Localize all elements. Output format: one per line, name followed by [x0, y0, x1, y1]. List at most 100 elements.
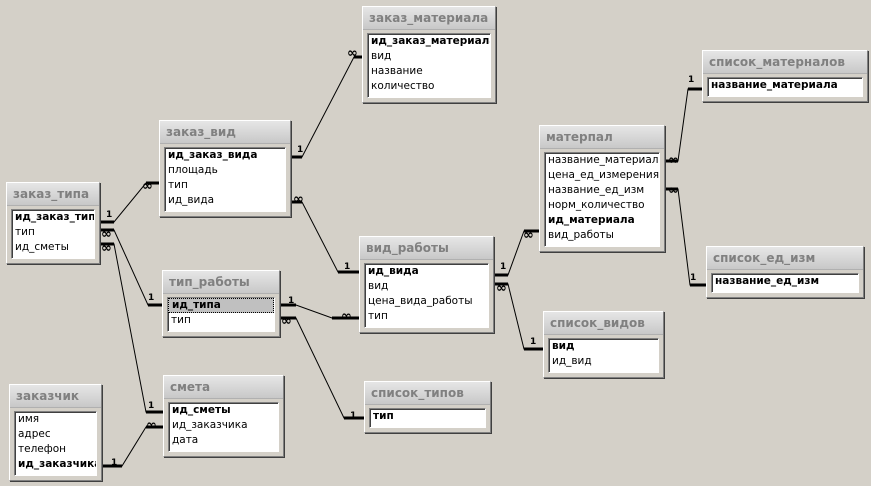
table-spisok-vidov[interactable]: список_видов вид ид_вид	[543, 311, 664, 378]
primary-key-field[interactable]: тип	[373, 410, 394, 422]
primary-key-field[interactable]: ид_вида	[368, 265, 419, 277]
table-field[interactable]: тип	[171, 314, 191, 326]
table-field[interactable]: телефон	[18, 443, 67, 455]
table-spisok-materialov[interactable]: список_матерналов название_материала	[702, 50, 868, 102]
cardinality-one-label: 1	[690, 273, 696, 283]
table-zakaz-tipa[interactable]: заказ_типа ид_заказ_типа тип ид_сметы	[6, 182, 100, 264]
table-title[interactable]: заказ_типа	[7, 183, 99, 206]
cardinality-one-label: 1	[500, 262, 506, 272]
table-title[interactable]: тип_работы	[163, 271, 279, 294]
field-list[interactable]: имя адрес телефон ид_заказчика	[14, 411, 97, 476]
table-field[interactable]: вид	[371, 50, 392, 62]
primary-key-field[interactable]: ид_заказчика	[18, 458, 96, 470]
cardinality-many-label: ∞	[668, 153, 678, 168]
table-material[interactable]: матерпал название_материала цена_ед_измере…	[539, 125, 665, 252]
field-list[interactable]: тип	[369, 408, 486, 428]
table-field[interactable]: тип	[368, 310, 388, 322]
table-title[interactable]: смета	[164, 376, 283, 399]
table-field[interactable]: ид_заказчика	[172, 419, 248, 431]
cardinality-many-label: ∞	[293, 192, 303, 207]
primary-key-field[interactable]: название_ед_изм	[715, 275, 820, 287]
table-field[interactable]: вид	[368, 280, 389, 292]
cardinality-many-label: ∞	[523, 228, 533, 243]
table-field[interactable]: тип	[15, 226, 35, 238]
cardinality-many-label: ∞	[496, 281, 506, 296]
table-field[interactable]: название_ед_изм	[548, 184, 645, 196]
table-field[interactable]: ид_сметы	[15, 241, 69, 253]
field-list[interactable]: название_материала цена_ед_измерения назва…	[544, 152, 660, 247]
primary-key-field[interactable]: ид_заказ_типа	[15, 211, 94, 223]
cardinality-one-label: 1	[111, 458, 117, 468]
cardinality-one-label: 1	[344, 262, 350, 272]
table-title[interactable]: список_матерналов	[703, 51, 867, 74]
field-list[interactable]: ид_заказ_типа тип ид_сметы	[11, 209, 95, 259]
field-list[interactable]: название_материала	[707, 77, 863, 97]
table-field[interactable]: адрес	[18, 428, 51, 440]
table-field[interactable]: название	[371, 65, 423, 77]
cardinality-many-label: ∞	[281, 314, 291, 329]
table-title[interactable]: заказ_материала	[363, 7, 495, 30]
table-zakaz-materiala[interactable]: заказ_материала ид_заказ_материала вид назв…	[362, 6, 496, 103]
table-zakaz-vid[interactable]: заказ_вид ид_заказ_вида площадь тип ид_вида	[159, 120, 291, 217]
cardinality-one-label: 1	[688, 75, 694, 85]
primary-key-field[interactable]: ид_заказ_материала	[371, 35, 490, 47]
table-title[interactable]: заказ_вид	[160, 121, 290, 144]
cardinality-many-label: ∞	[142, 179, 152, 194]
cardinality-many-label: ∞	[146, 418, 156, 433]
cardinality-many-label: ∞	[341, 309, 351, 324]
cardinality-many-label: ∞	[668, 183, 678, 198]
table-field[interactable]: площадь	[168, 164, 218, 176]
primary-key-field[interactable]: вид	[552, 340, 575, 352]
table-field[interactable]: тип	[168, 179, 188, 191]
relationship-line[interactable]	[292, 56, 362, 158]
table-field[interactable]: дата	[172, 434, 199, 446]
primary-key-field[interactable]: название_материала	[711, 79, 838, 91]
table-field[interactable]: ид_вид	[552, 355, 592, 367]
cardinality-many-label: ∞	[347, 46, 357, 61]
table-spisok-tipov[interactable]: список_типов тип	[364, 381, 491, 433]
cardinality-one-label: 1	[148, 293, 154, 303]
primary-key-field[interactable]: ид_заказ_вида	[168, 149, 258, 161]
table-title[interactable]: список_типов	[365, 382, 490, 405]
cardinality-many-label: ∞	[101, 227, 111, 242]
table-title[interactable]: вид_работы	[360, 237, 493, 260]
table-field[interactable]: цена_вида_работы	[368, 295, 473, 307]
table-title[interactable]: список_видов	[544, 312, 663, 335]
table-title[interactable]: список_ед_изм	[707, 247, 863, 270]
primary-key-field[interactable]: ид_материала	[548, 214, 635, 226]
relationship-line[interactable]	[665, 88, 702, 162]
table-vid-raboty[interactable]: вид_работы ид_вида вид цена_вида_работы тип	[359, 236, 494, 333]
field-list[interactable]: ид_вида вид цена_вида_работы тип	[364, 263, 489, 328]
cardinality-many-label: ∞	[101, 241, 111, 256]
field-list[interactable]: вид ид_вид	[548, 338, 659, 373]
table-field[interactable]: цена_ед_измерения	[548, 169, 659, 181]
table-smeta[interactable]: смета ид_сметы ид_заказчика дата	[163, 375, 284, 457]
field-list[interactable]: ид_заказ_материала вид название количество	[367, 33, 491, 98]
relationship-line[interactable]	[280, 317, 364, 419]
field-list[interactable]: ид_сметы ид_заказчика дата	[168, 402, 279, 452]
cardinality-one-label: 1	[350, 411, 356, 421]
table-field[interactable]: имя	[18, 413, 40, 425]
cardinality-one-label: 1	[148, 401, 154, 411]
cardinality-one-label: 1	[530, 337, 536, 347]
table-field[interactable]: норм_количество	[548, 199, 645, 211]
field-list[interactable]: название_ед_изм	[711, 273, 859, 293]
primary-key-field[interactable]: ид_типа	[168, 298, 274, 313]
field-list[interactable]: ид_заказ_вида площадь тип ид_вида	[164, 147, 286, 212]
table-field[interactable]: вид_работы	[548, 229, 614, 241]
relationship-line[interactable]	[665, 188, 706, 286]
cardinality-one-label: 1	[297, 145, 303, 155]
table-zakazchik[interactable]: заказчик имя адрес телефон ид_заказчика	[9, 384, 102, 481]
table-spisok-ed-izm[interactable]: список_ед_изм название_ед_изм	[706, 246, 864, 298]
table-field[interactable]: название_материала	[548, 154, 659, 166]
table-field[interactable]: количество	[371, 80, 435, 92]
table-field[interactable]: ид_вида	[168, 194, 215, 206]
primary-key-field[interactable]: ид_сметы	[172, 404, 231, 416]
cardinality-one-label: 1	[288, 296, 294, 306]
table-title[interactable]: заказчик	[10, 385, 101, 408]
table-title[interactable]: матерпал	[540, 126, 664, 149]
